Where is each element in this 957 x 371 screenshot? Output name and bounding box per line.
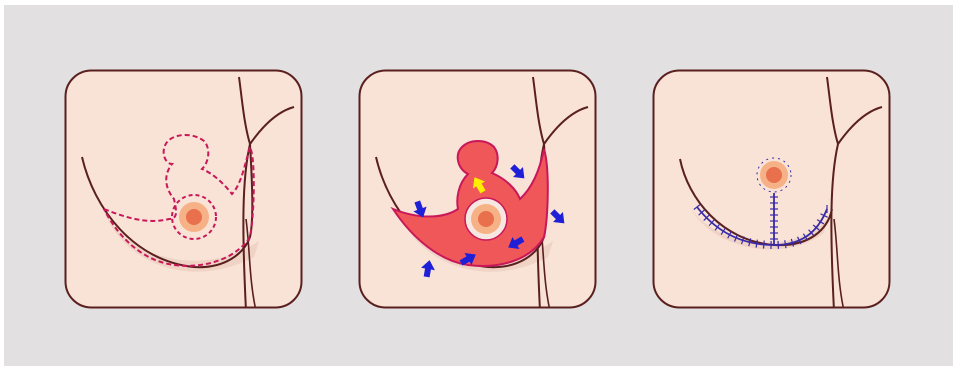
panel-step-2-removal xyxy=(358,69,597,309)
panel-frame xyxy=(66,71,302,308)
diagram-background xyxy=(4,5,953,366)
suture-stitch xyxy=(764,241,765,249)
nipple xyxy=(766,167,782,183)
panel-frame xyxy=(654,71,890,308)
step-2-illustration xyxy=(358,69,597,309)
step-3-illustration xyxy=(652,69,891,309)
step-1-illustration xyxy=(64,69,303,309)
nipple xyxy=(186,209,202,225)
nipple xyxy=(478,211,494,227)
panel-step-1-marking xyxy=(64,69,303,309)
panel-step-3-closure xyxy=(652,69,891,309)
